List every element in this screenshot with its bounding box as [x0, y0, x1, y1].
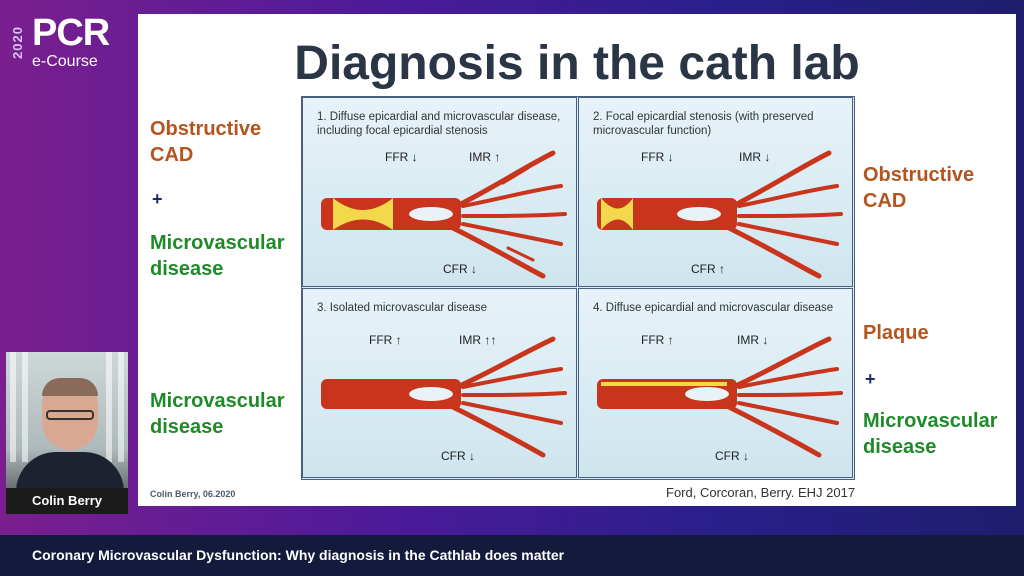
- diagram-panel-4: 4. Diffuse epicardial and microvascular …: [578, 288, 853, 478]
- panel-3-caption: 3. Isolated microvascular disease: [317, 302, 488, 314]
- panel-1-imr: IMR ↑: [469, 150, 500, 164]
- ffr-label: FFR: [641, 150, 665, 164]
- left-label-plus: +: [152, 189, 163, 209]
- panel-4-imr: IMR ↓: [737, 333, 768, 347]
- brand-logo-text: PCR: [32, 12, 110, 54]
- diagram-panel-2: 2. Focal epicardial stenosis (with prese…: [578, 97, 853, 287]
- footer-title: Coronary Microvascular Dysfunction: Why …: [32, 547, 565, 563]
- panel-3-imr: IMR ↑↑: [459, 333, 496, 347]
- imr-arrow-icon: ↑↑: [484, 333, 497, 347]
- left-label-microvascular-disease-2: Microvascular disease: [150, 390, 285, 438]
- left-label-obstructive-cad: Obstructive CAD: [150, 118, 262, 166]
- vessel-illustration-4: [597, 336, 843, 458]
- brand-year: 2020: [10, 26, 25, 60]
- brand-subtitle: e-Course: [32, 53, 98, 70]
- right-label-plus: +: [865, 369, 876, 389]
- panel-4-cfr: CFR ↓: [715, 449, 749, 463]
- left-label-microvascular-disease-1: Microvascular disease: [150, 232, 285, 280]
- imr-arrow-icon: ↑: [494, 150, 501, 164]
- vessel-illustration-3: [321, 336, 567, 458]
- imr-label: IMR: [469, 150, 491, 164]
- right-label-plaque: Plaque: [863, 322, 929, 344]
- ffr-arrow-icon: ↑: [667, 333, 674, 347]
- vessel-illustration-1: [321, 150, 567, 279]
- ffr-label: FFR: [385, 150, 409, 164]
- imr-label: IMR: [739, 150, 761, 164]
- panel-3-ffr: FFR ↑: [369, 333, 402, 347]
- speaker-name: Colin Berry: [6, 488, 128, 514]
- imr-label: IMR: [737, 333, 759, 347]
- cfr-label: CFR: [715, 449, 740, 463]
- ffr-arrow-icon: ↓: [667, 150, 674, 164]
- pcr-ecourse-logo: 2020 PCR e-Course: [10, 14, 130, 72]
- slide-citation: Ford, Corcoran, Berry. EHJ 2017: [666, 485, 856, 500]
- cfr-arrow-icon: ↓: [469, 449, 476, 463]
- footer-bar: Coronary Microvascular Dysfunction: Why …: [0, 535, 1024, 576]
- presentation-slide: Diagnosis in the cath lab Obstructive CA…: [138, 14, 1016, 506]
- panel-2-caption: 2. Focal epicardial stenosis (with prese…: [593, 111, 814, 137]
- cfr-label: CFR: [691, 262, 716, 276]
- cfr-arrow-icon: ↓: [471, 262, 478, 276]
- ffr-arrow-icon: ↑: [395, 333, 402, 347]
- cfr-arrow-icon: ↓: [743, 449, 750, 463]
- ffr-label: FFR: [369, 333, 393, 347]
- speaker-webcam: Colin Berry: [6, 352, 128, 514]
- panel-4-caption: 4. Diffuse epicardial and microvascular …: [593, 302, 834, 314]
- imr-label: IMR: [459, 333, 481, 347]
- panel-1-caption: 1. Diffuse epicardial and microvascular …: [317, 111, 561, 137]
- panel-2-cfr: CFR ↑: [691, 262, 725, 276]
- slide-title: Diagnosis in the cath lab: [294, 37, 860, 90]
- right-label-obstructive-cad: Obstructive CAD: [863, 164, 975, 212]
- ffr-arrow-icon: ↓: [411, 150, 418, 164]
- cfr-label: CFR: [443, 262, 468, 276]
- slide-credit: Colin Berry, 06.2020: [150, 489, 236, 499]
- panel-4-ffr: FFR ↑: [641, 333, 674, 347]
- diagram-panel-3: 3. Isolated microvascular disease FFR ↑ …: [302, 288, 577, 478]
- panel-2-imr: IMR ↓: [739, 150, 770, 164]
- right-label-microvascular-disease: Microvascular disease: [863, 410, 998, 458]
- cfr-label: CFR: [441, 449, 466, 463]
- panel-2-ffr: FFR ↓: [641, 150, 674, 164]
- cfr-arrow-icon: ↑: [719, 262, 726, 276]
- ffr-label: FFR: [641, 333, 665, 347]
- imr-arrow-icon: ↓: [762, 333, 769, 347]
- diagram-panel-1: 1. Diffuse epicardial and microvascular …: [302, 97, 577, 287]
- panel-1-ffr: FFR ↓: [385, 150, 418, 164]
- imr-arrow-icon: ↓: [764, 150, 771, 164]
- panel-1-cfr: CFR ↓: [443, 262, 477, 276]
- speaker-glasses-icon: [46, 410, 94, 420]
- vessel-illustration-2: [597, 150, 843, 279]
- panel-3-cfr: CFR ↓: [441, 449, 475, 463]
- vessel-diagram-figure: 1. Diffuse epicardial and microvascular …: [301, 96, 855, 480]
- speaker-hair: [42, 378, 98, 396]
